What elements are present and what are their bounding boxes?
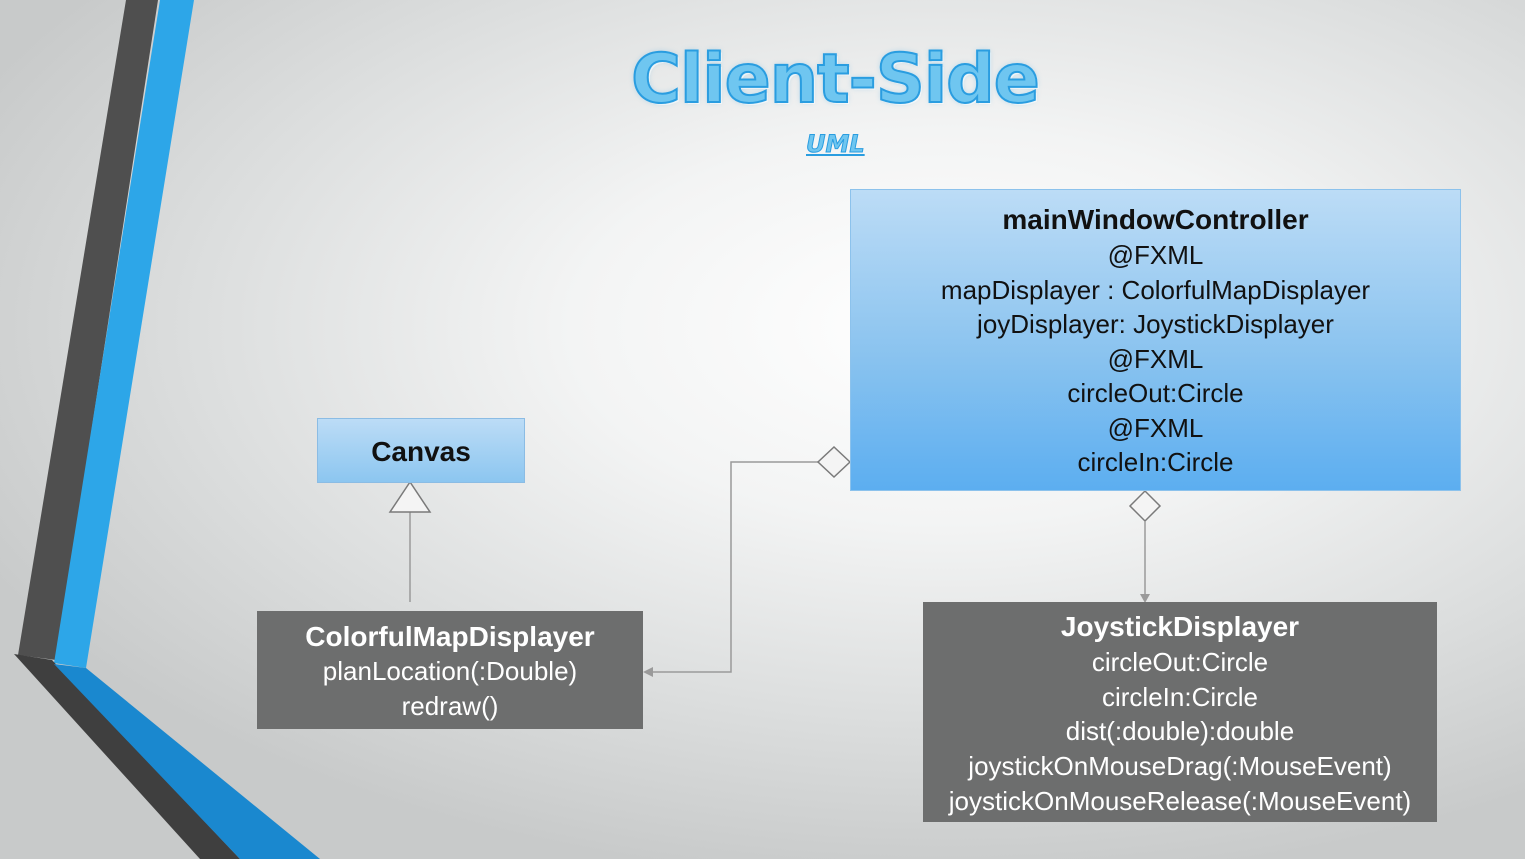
arrowhead-map (643, 667, 653, 677)
class-member: @FXML (1107, 343, 1204, 374)
class-member: circleIn:Circle (1077, 447, 1234, 477)
class-member: redraw() (401, 691, 499, 721)
aggregation-diamond-joystick (1128, 489, 1162, 523)
inheritance-arrowhead (388, 480, 432, 513)
decor-bar-blue-lower (54, 664, 320, 859)
class-canvas: Canvas (317, 418, 525, 483)
decor-bar-blue-upper (54, 0, 194, 668)
decor-bar-dark-lower (14, 654, 240, 859)
class-main-window-controller: mainWindowController @FXML mapDisplayer … (850, 189, 1461, 491)
class-member: joystickOnMouseDrag(:MouseEvent) (968, 751, 1392, 782)
class-member: joystickOnMouseRelease(:MouseEvent) (948, 785, 1412, 816)
class-member: circleOut:Circle (1091, 646, 1269, 677)
arrowhead-joystick (1140, 594, 1150, 603)
class-member: planLocation(:Double) (322, 656, 578, 686)
class-name: ColorfulMapDisplayer (305, 621, 595, 652)
aggregation-line-map (650, 461, 818, 673)
class-member: dist(:double):double (1065, 716, 1295, 747)
class-member: @FXML (1107, 240, 1204, 270)
slide-title: Client-Side (630, 39, 1041, 120)
class-name: mainWindowController (1002, 204, 1309, 235)
class-name: Canvas (371, 436, 471, 467)
decor-bar-dark-upper (18, 0, 158, 660)
aggregation-diamond-map (816, 445, 852, 479)
class-member: circleOut:Circle (1067, 378, 1244, 408)
class-member: circleIn:Circle (1101, 681, 1259, 712)
class-joystick-displayer: JoystickDisplayer circleOut:Circle circl… (923, 602, 1437, 822)
class-member: joyDisplayer: JoystickDisplayer (977, 309, 1334, 339)
class-member: @FXML (1107, 412, 1204, 443)
slide-subtitle: UML (806, 130, 866, 159)
class-colorful-map-displayer: ColorfulMapDisplayer planLocation(:Doubl… (257, 611, 643, 729)
class-member: mapDisplayer : ColorfulMapDisplayer (940, 274, 1371, 305)
class-name: JoystickDisplayer (1060, 611, 1300, 642)
